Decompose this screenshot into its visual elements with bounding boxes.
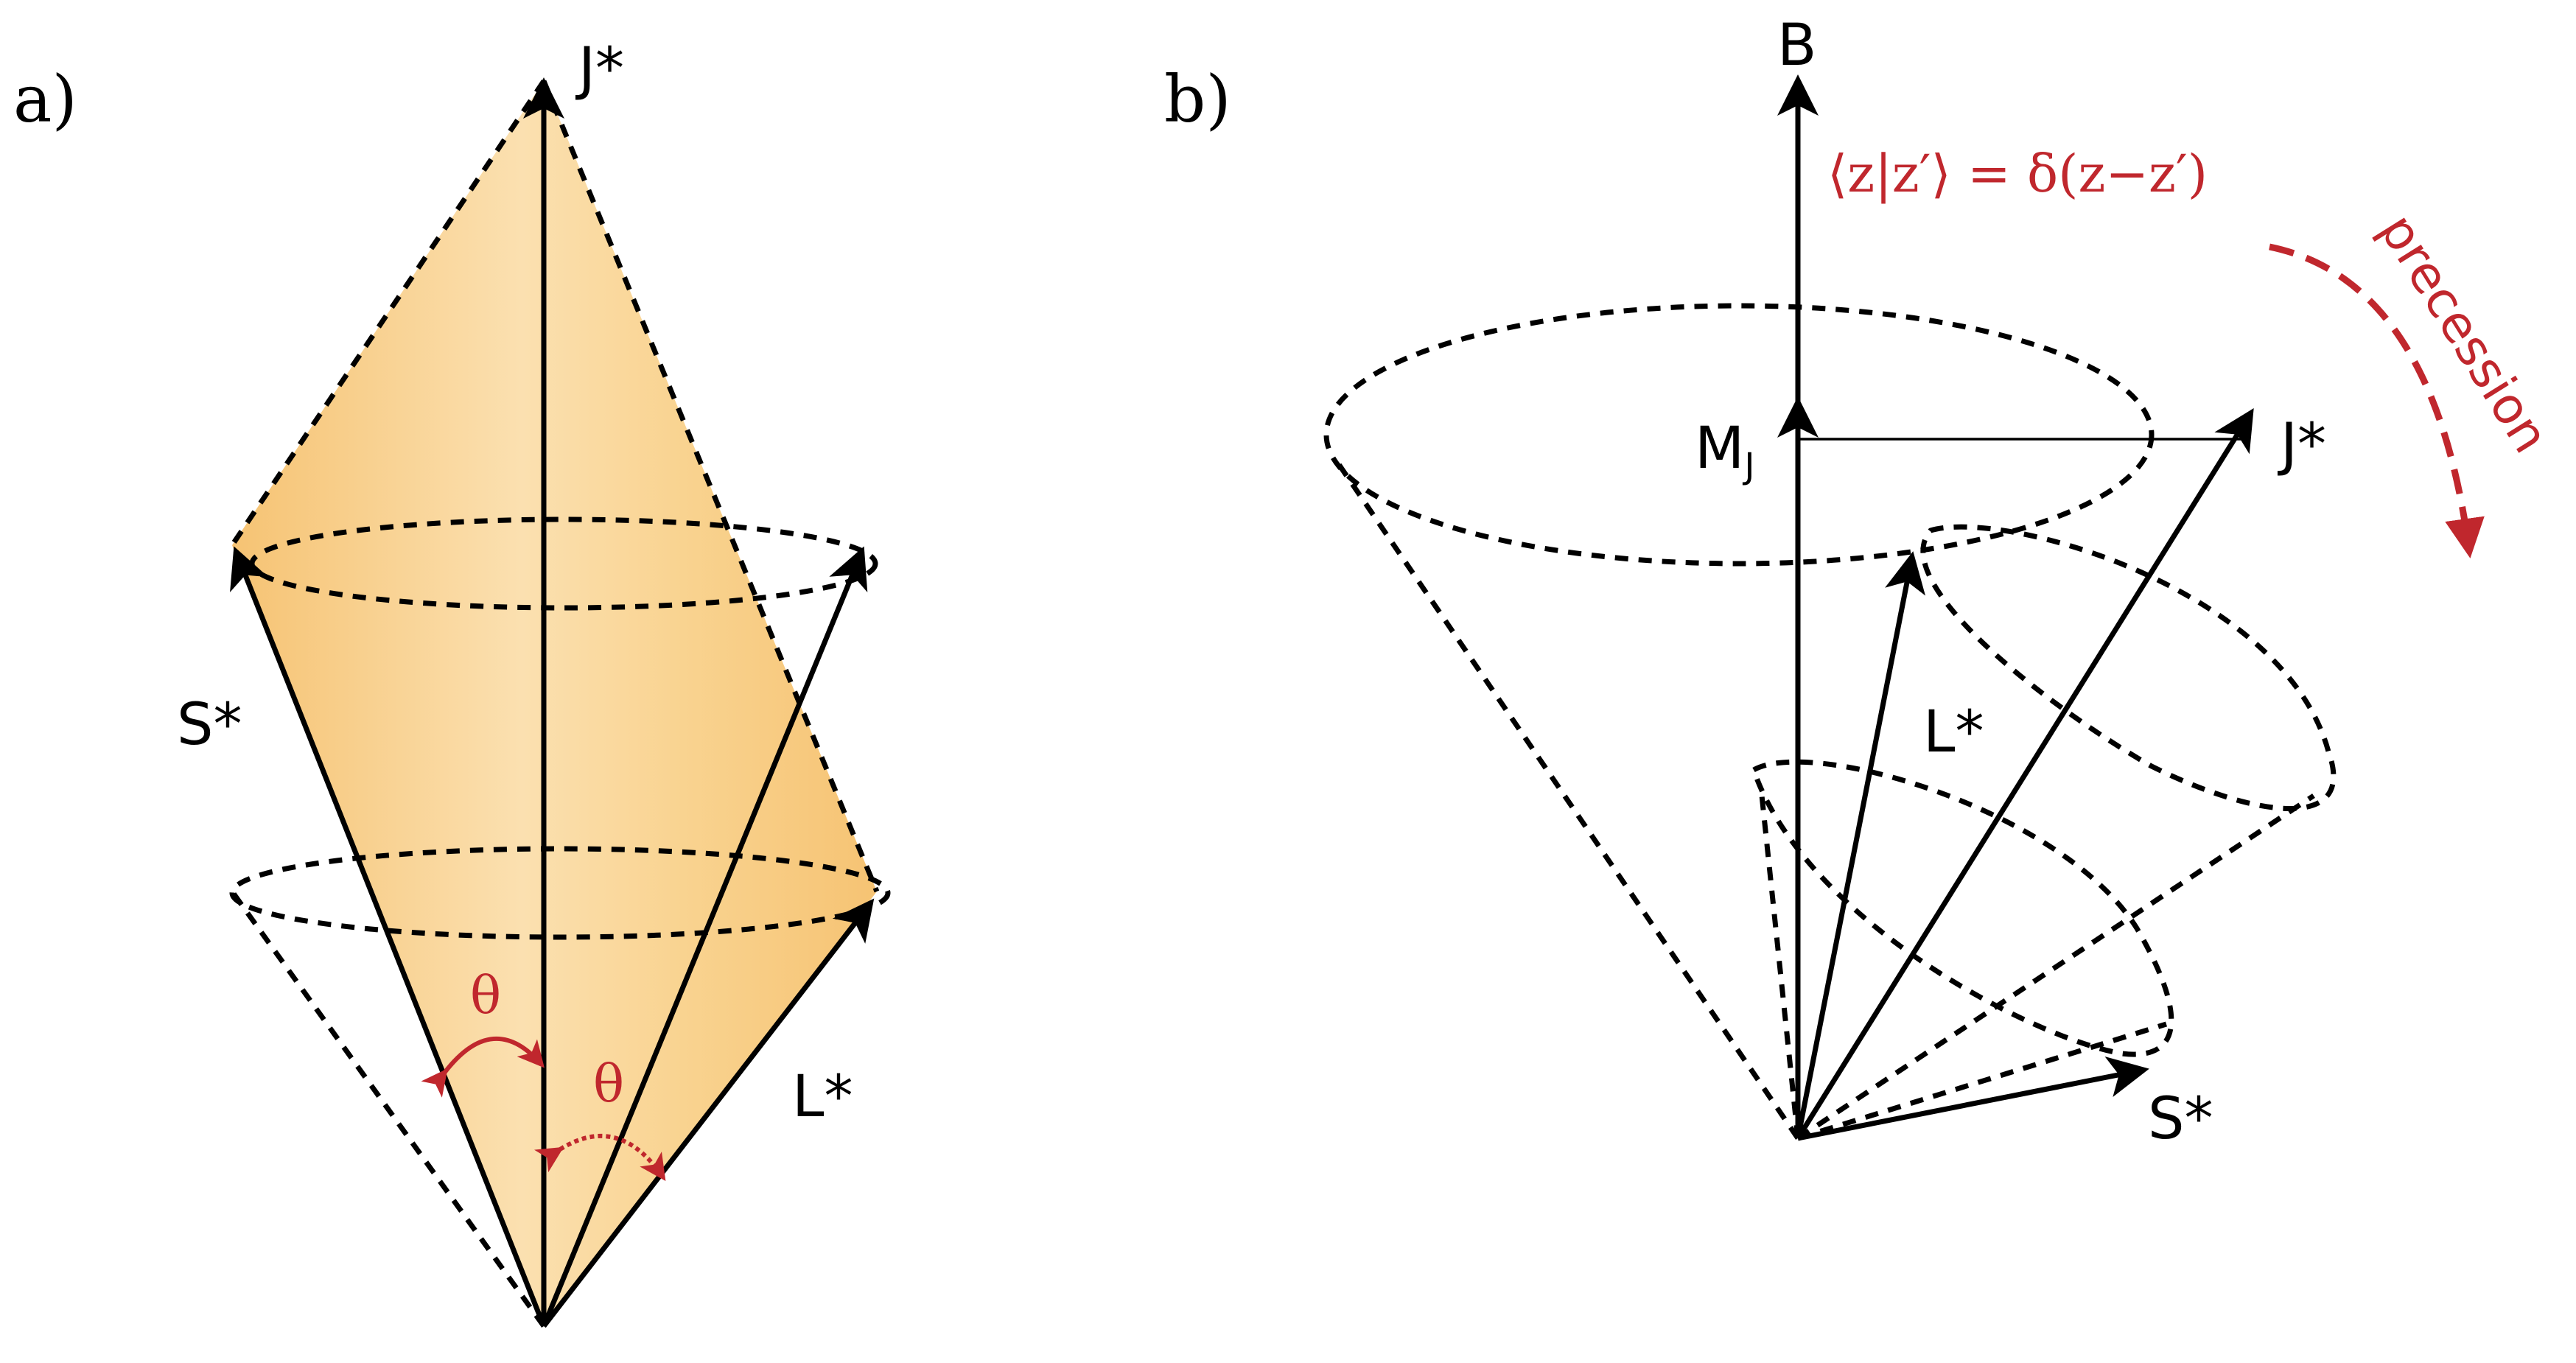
s-vector-b <box>1797 1057 2149 1141</box>
l-vector-b <box>1795 551 1926 1139</box>
l-vector <box>542 898 875 1328</box>
s-label-b: S* <box>2148 1086 2213 1152</box>
mj-label-sub: J <box>1742 446 1754 487</box>
theta-label-2: θ <box>593 1054 624 1114</box>
l-precession-circle <box>229 846 891 940</box>
j-cone-edge-left <box>1331 455 1800 1140</box>
mj-label-main: M <box>1695 416 1744 482</box>
j-vector-b <box>1796 408 2254 1140</box>
j-label-b: J* <box>2277 412 2326 478</box>
s-label: S* <box>177 692 242 758</box>
panel-a-label: a) <box>13 61 77 137</box>
panel-b-label: b) <box>1164 61 1231 137</box>
j-label: J* <box>575 36 624 102</box>
theta-arc-left <box>421 1037 545 1098</box>
b-label: B <box>1777 13 1817 79</box>
mj-label: MJ <box>1695 416 1754 487</box>
panel-a: a) J* S* L* θ θ <box>13 36 891 1328</box>
l-cone-ellipse <box>1920 524 2337 811</box>
inner-product-equation: ⟨z|z′⟩ = δ(z−z′) <box>1827 144 2208 204</box>
theta-arc-right <box>534 1133 666 1181</box>
l-label: L* <box>792 1064 853 1130</box>
precession-arrow <box>2269 243 2485 558</box>
j-precession-circle <box>1323 303 2155 567</box>
l-vector-upper <box>541 546 868 1328</box>
l-cone-edge <box>230 889 546 1328</box>
s-cone-edge-left <box>1758 788 1801 1139</box>
parallelogram-edge-top-right <box>541 80 880 893</box>
l-cone-edge <box>1796 793 2315 1140</box>
coupling-parallelogram <box>232 81 877 1326</box>
panel-b: b) B MJ J* L* S* ⟨z|z′⟩ = δ(z−z′) preces… <box>1164 13 2560 1152</box>
s-cone-edge-right <box>1796 1021 2168 1141</box>
s-vector <box>230 546 547 1328</box>
s-cone-ellipse <box>1750 759 2174 1057</box>
l-label-b: L* <box>1923 699 1984 765</box>
theta-label-1: θ <box>470 965 501 1026</box>
